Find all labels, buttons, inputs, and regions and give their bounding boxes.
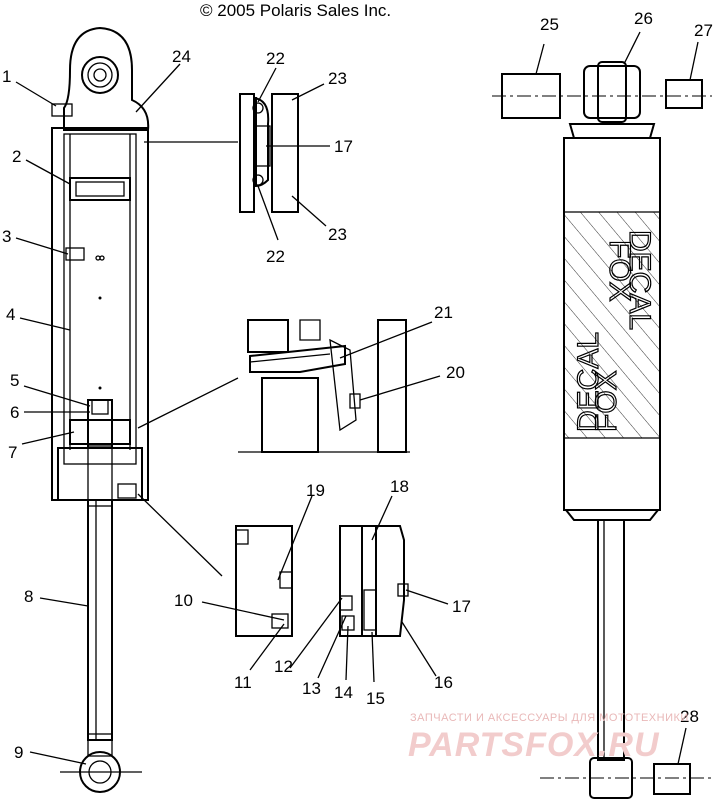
callout-22: 22 [266,247,285,266]
callout-labels: 1 2 3 4 5 6 7 8 9 10 11 12 13 14 15 16 1… [2,9,713,762]
callout-4: 4 [6,305,15,324]
detail-seal-head [235,525,409,637]
assembled-shock: DECAL FOX DECAL FOX [492,61,712,799]
spacer-left [501,73,561,119]
spacer-right [665,79,703,109]
decal-label: DECAL [623,230,656,330]
callout-14: 14 [334,683,353,702]
shock-cross-section [51,26,150,793]
callout-8: 8 [24,587,33,606]
callout-15: 15 [366,689,385,708]
callout-24: 24 [172,47,191,66]
shaft-assembled [597,519,625,761]
seal-head [57,447,143,501]
callout-27: 27 [694,21,713,40]
copyright-text: © 2005 Polaris Sales Inc. [200,1,391,20]
callout-3: 3 [2,227,11,246]
callout-6: 6 [10,403,19,422]
callout-2: 2 [12,147,21,166]
callout-18: 18 [390,477,409,496]
spacer-bottom [653,763,691,795]
callout-17: 17 [452,597,471,616]
decal-label: DECAL [572,332,605,432]
main-piston [69,419,131,445]
top-eye-housing [63,26,150,131]
callout-20: 20 [446,363,465,382]
callout-1: 1 [2,67,11,86]
leader-lines [15,31,699,765]
callout-10: 10 [174,591,193,610]
schrader-valve [51,103,73,117]
decal-fox: FOX [603,240,636,302]
callout-19: 19 [306,481,325,500]
callout-13: 13 [302,679,321,698]
watermark-brand: PARTSFOX.RU [408,726,660,764]
detail-piston-seal [238,319,410,453]
floating-piston [69,177,131,201]
callout-16: 16 [434,673,453,692]
watermark-tagline: ЗАПЧАСТИ И АКСЕССУАРЫ ДЛЯ МОТОТЕХНИКИ [410,712,689,724]
callout-9: 9 [14,743,23,762]
callout-11: 11 [234,673,252,692]
callout-22: 22 [266,49,285,68]
top-eye-bushing [81,56,119,94]
callout-17: 17 [334,137,353,156]
callout-26: 26 [634,9,653,28]
callout-23: 23 [328,225,347,244]
detail-ifp-seal [239,93,299,213]
callout-25: 25 [540,15,559,34]
callout-23: 23 [328,69,347,88]
watermark: ЗАПЧАСТИ И АКСЕССУАРЫ ДЛЯ МОТОТЕХНИКИ PA… [408,712,689,764]
shaft [87,499,113,741]
callout-21: 21 [434,303,453,322]
callout-7: 7 [8,443,17,462]
callout-5: 5 [10,371,19,390]
callout-12: 12 [274,657,293,676]
callout-28: 28 [680,707,699,726]
decal-fox: FOX [590,370,623,432]
top-eye-mount [583,65,641,119]
